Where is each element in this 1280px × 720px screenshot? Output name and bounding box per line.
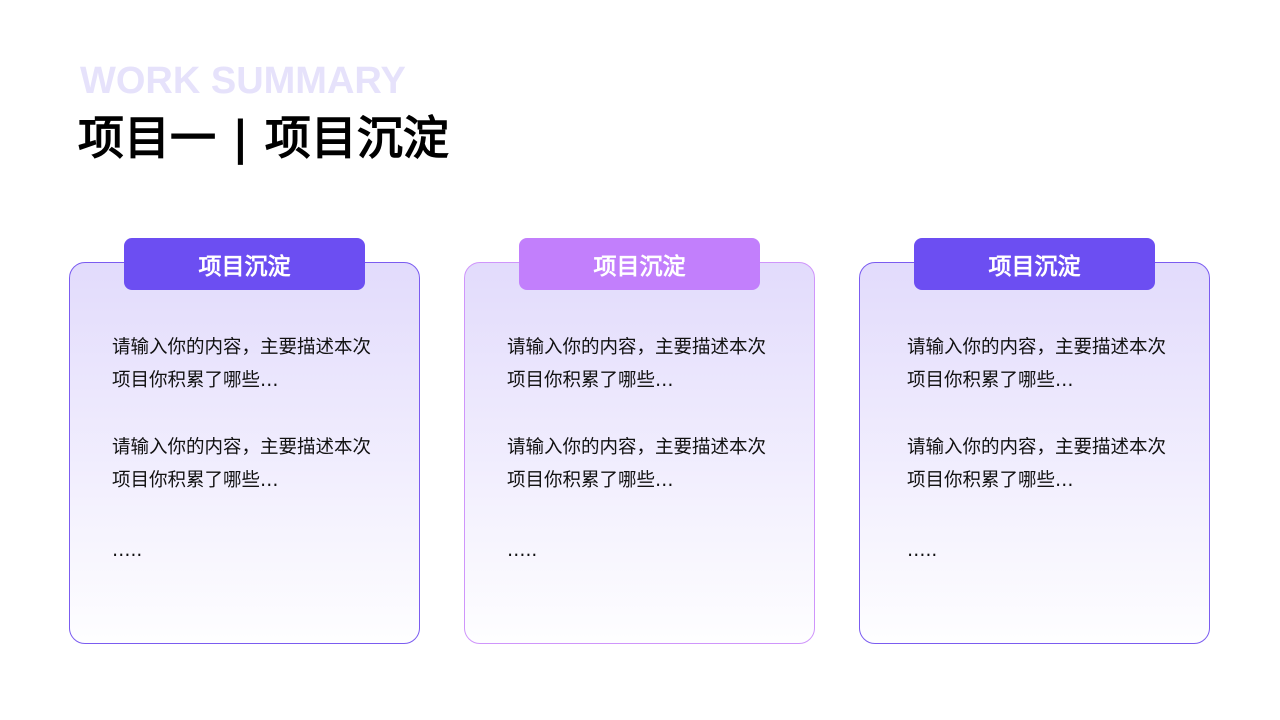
- text-line: 项目你积累了哪些…: [507, 370, 674, 391]
- card-text: 请输入你的内容，主要描述本次项目你积累了哪些…: [507, 331, 766, 397]
- page-title: 项目一 | 项目沉淀: [78, 111, 449, 165]
- card-ellipsis: …..: [907, 540, 938, 561]
- card-tab: 项目沉淀: [519, 238, 760, 290]
- eyebrow-text: WORK SUMMARY: [80, 60, 406, 102]
- text-line: 请输入你的内容，主要描述本次: [112, 437, 372, 458]
- card-text: 请输入你的内容，主要描述本次项目你积累了哪些…: [507, 431, 766, 497]
- card-body: [69, 262, 420, 644]
- text-line: 请输入你的内容，主要描述本次: [907, 337, 1167, 358]
- text-line: 请输入你的内容，主要描述本次: [507, 437, 767, 458]
- text-line: 项目你积累了哪些…: [907, 470, 1074, 491]
- card-body: [859, 262, 1210, 644]
- card-ellipsis: …..: [507, 540, 538, 561]
- text-line: 请输入你的内容，主要描述本次: [907, 437, 1167, 458]
- card-text: 请输入你的内容，主要描述本次项目你积累了哪些…: [112, 431, 371, 497]
- text-line: 请输入你的内容，主要描述本次: [112, 337, 372, 358]
- text-line: 请输入你的内容，主要描述本次: [507, 337, 767, 358]
- card-text: 请输入你的内容，主要描述本次项目你积累了哪些…: [907, 431, 1166, 497]
- card-tab: 项目沉淀: [124, 238, 365, 290]
- card-ellipsis: …..: [112, 540, 143, 561]
- text-line: 项目你积累了哪些…: [907, 370, 1074, 391]
- card-text: 请输入你的内容，主要描述本次项目你积累了哪些…: [112, 331, 371, 397]
- text-line: 项目你积累了哪些…: [112, 370, 279, 391]
- text-line: 项目你积累了哪些…: [112, 470, 279, 491]
- card-text: 请输入你的内容，主要描述本次项目你积累了哪些…: [907, 331, 1166, 397]
- card-tab: 项目沉淀: [914, 238, 1155, 290]
- card-body: [464, 262, 815, 644]
- text-line: 项目你积累了哪些…: [507, 470, 674, 491]
